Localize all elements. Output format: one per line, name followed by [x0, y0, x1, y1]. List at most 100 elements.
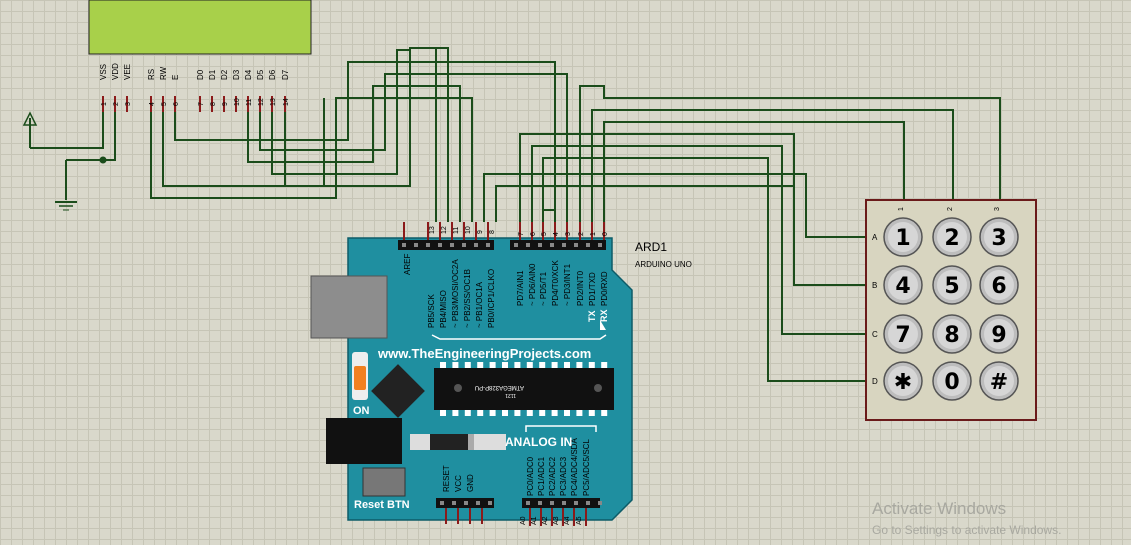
- lcd-pin-label: D7: [281, 69, 290, 80]
- wire-d4: [247, 85, 461, 222]
- tx-label: TX: [587, 310, 597, 322]
- keypad-row-label: B: [872, 281, 877, 290]
- header-analog: [522, 498, 600, 508]
- rx-label: RX: [599, 309, 609, 322]
- wire-rs: [150, 97, 473, 222]
- wire-rowB: [519, 133, 866, 286]
- pin-number: 8: [489, 230, 496, 234]
- pin-number: 13: [429, 226, 436, 234]
- lcd-pin-number: 10: [234, 98, 241, 106]
- key-0[interactable]: 0: [932, 361, 972, 401]
- lcd-pin-label: D1: [208, 69, 217, 80]
- lcd-module[interactable]: VSS1VDD2VEE3RS4RW5E6D07D18D29D310D411D51…: [88, 0, 312, 112]
- wire-col2: [591, 109, 954, 222]
- lcd-pin-label: D2: [220, 69, 229, 80]
- power-pin-label: GND: [466, 474, 475, 492]
- lcd-pin-number: 9: [222, 102, 229, 106]
- wire-extra: [495, 185, 794, 222]
- analog-pin-label: PC2/ADC2: [548, 456, 557, 496]
- reset-button[interactable]: [362, 467, 406, 497]
- pin-label: ~ PD3/INT1: [563, 263, 572, 306]
- wire-col1: [603, 121, 905, 222]
- wire-e: [174, 61, 556, 222]
- pin-number: 12: [441, 226, 448, 234]
- key-label: 2: [944, 226, 959, 251]
- lcd-pin-number: 14: [283, 98, 290, 106]
- pin-label: ~ PB2/SS/OC1B: [463, 269, 472, 328]
- pin-number: 7: [518, 232, 525, 236]
- keypad-row-label: C: [872, 330, 878, 339]
- header-digital-low: [510, 240, 606, 250]
- wires: [30, 47, 1001, 382]
- analog-pin-label: PC4/ADC4/SDA: [570, 438, 579, 496]
- key-label: 3: [991, 226, 1006, 251]
- wire-gnd: [66, 112, 116, 161]
- pin-number: 4: [553, 232, 560, 236]
- lcd-pin-number: 13: [270, 98, 277, 106]
- key-label: 8: [944, 323, 959, 348]
- key-3[interactable]: 3: [979, 217, 1019, 257]
- mcu-chip: [434, 368, 614, 410]
- pin-number: 3: [565, 232, 572, 236]
- analog-pin-label: PC5/ADC5/SCL: [582, 439, 591, 496]
- lcd-pin-number: 7: [198, 102, 205, 106]
- key-6[interactable]: 6: [979, 265, 1019, 305]
- lcd-pin-number: 8: [210, 102, 217, 106]
- wire-rowD: [542, 157, 866, 382]
- lcd-pin-number: 6: [173, 102, 180, 106]
- lcd-pin-label: VEE: [123, 64, 132, 80]
- key-label: ✱: [894, 370, 912, 395]
- pin-label: ~ PD6/AIN0: [528, 263, 537, 306]
- keypad-row-label: D: [872, 377, 878, 386]
- power-symbol: [22, 111, 38, 148]
- analog-pin-number: A2: [542, 516, 549, 525]
- on-label: ON: [353, 405, 370, 417]
- power-jack: [326, 418, 402, 464]
- key-4[interactable]: 4: [883, 265, 923, 305]
- pin-label: PD0/RXD: [600, 271, 609, 306]
- key-label: 1: [895, 226, 910, 251]
- wire-d7: [284, 47, 437, 222]
- key-5[interactable]: 5: [932, 265, 972, 305]
- wire-rowA: [483, 173, 866, 238]
- lcd-pin-number: 5: [161, 102, 168, 106]
- lcd-pin-label: D5: [256, 69, 265, 80]
- lcd-pin-number: 12: [258, 98, 265, 106]
- pin-label: ~ PB1/OC1A: [475, 281, 484, 328]
- pin-label: PD4/T0/XCK: [551, 260, 560, 306]
- lcd-pin-label: D4: [244, 69, 253, 80]
- pin-number: 1: [590, 232, 597, 236]
- power-pin-label: RESET: [442, 465, 451, 492]
- key-label: 9: [991, 323, 1006, 348]
- lcd-pin-label: VSS: [99, 64, 108, 80]
- lcd-pin-label: D6: [268, 69, 277, 80]
- key-8[interactable]: 8: [932, 314, 972, 354]
- pin-label: PD2/INT0: [576, 270, 585, 306]
- key-label: #: [990, 370, 1008, 395]
- chip-sub: 1121: [505, 392, 516, 398]
- pin-label: PD1/TXD: [588, 272, 597, 306]
- pin-number: 0: [602, 232, 609, 236]
- wire-col3: [579, 85, 1001, 222]
- wire-rowC: [531, 145, 866, 335]
- key-9[interactable]: 9: [979, 314, 1019, 354]
- pin-number: 6: [530, 232, 537, 236]
- wire-vdd: [30, 112, 104, 149]
- keypad-row-label: A: [872, 233, 878, 242]
- analog-pin-number: A3: [553, 516, 560, 525]
- analog-pin-label: PC3/ADC3: [559, 456, 568, 496]
- key-7[interactable]: 7: [883, 314, 923, 354]
- arduino-model-label: ARDUINO UNO: [635, 260, 692, 269]
- usb-connector: [310, 275, 388, 339]
- website-label: www.TheEngineeringProjects.com: [377, 346, 591, 361]
- key-2[interactable]: 2: [932, 217, 972, 257]
- key-star[interactable]: ✱: [883, 361, 923, 401]
- key-label: 4: [895, 274, 910, 299]
- lcd-pins: VSS1VDD2VEE3RS4RW5E6D07D18D29D310D411D51…: [99, 63, 290, 112]
- key-1[interactable]: 1: [883, 217, 923, 257]
- keypad-column-label: 3: [994, 207, 1001, 211]
- lcd-pin-label: E: [171, 75, 180, 80]
- key-hash[interactable]: #: [979, 361, 1019, 401]
